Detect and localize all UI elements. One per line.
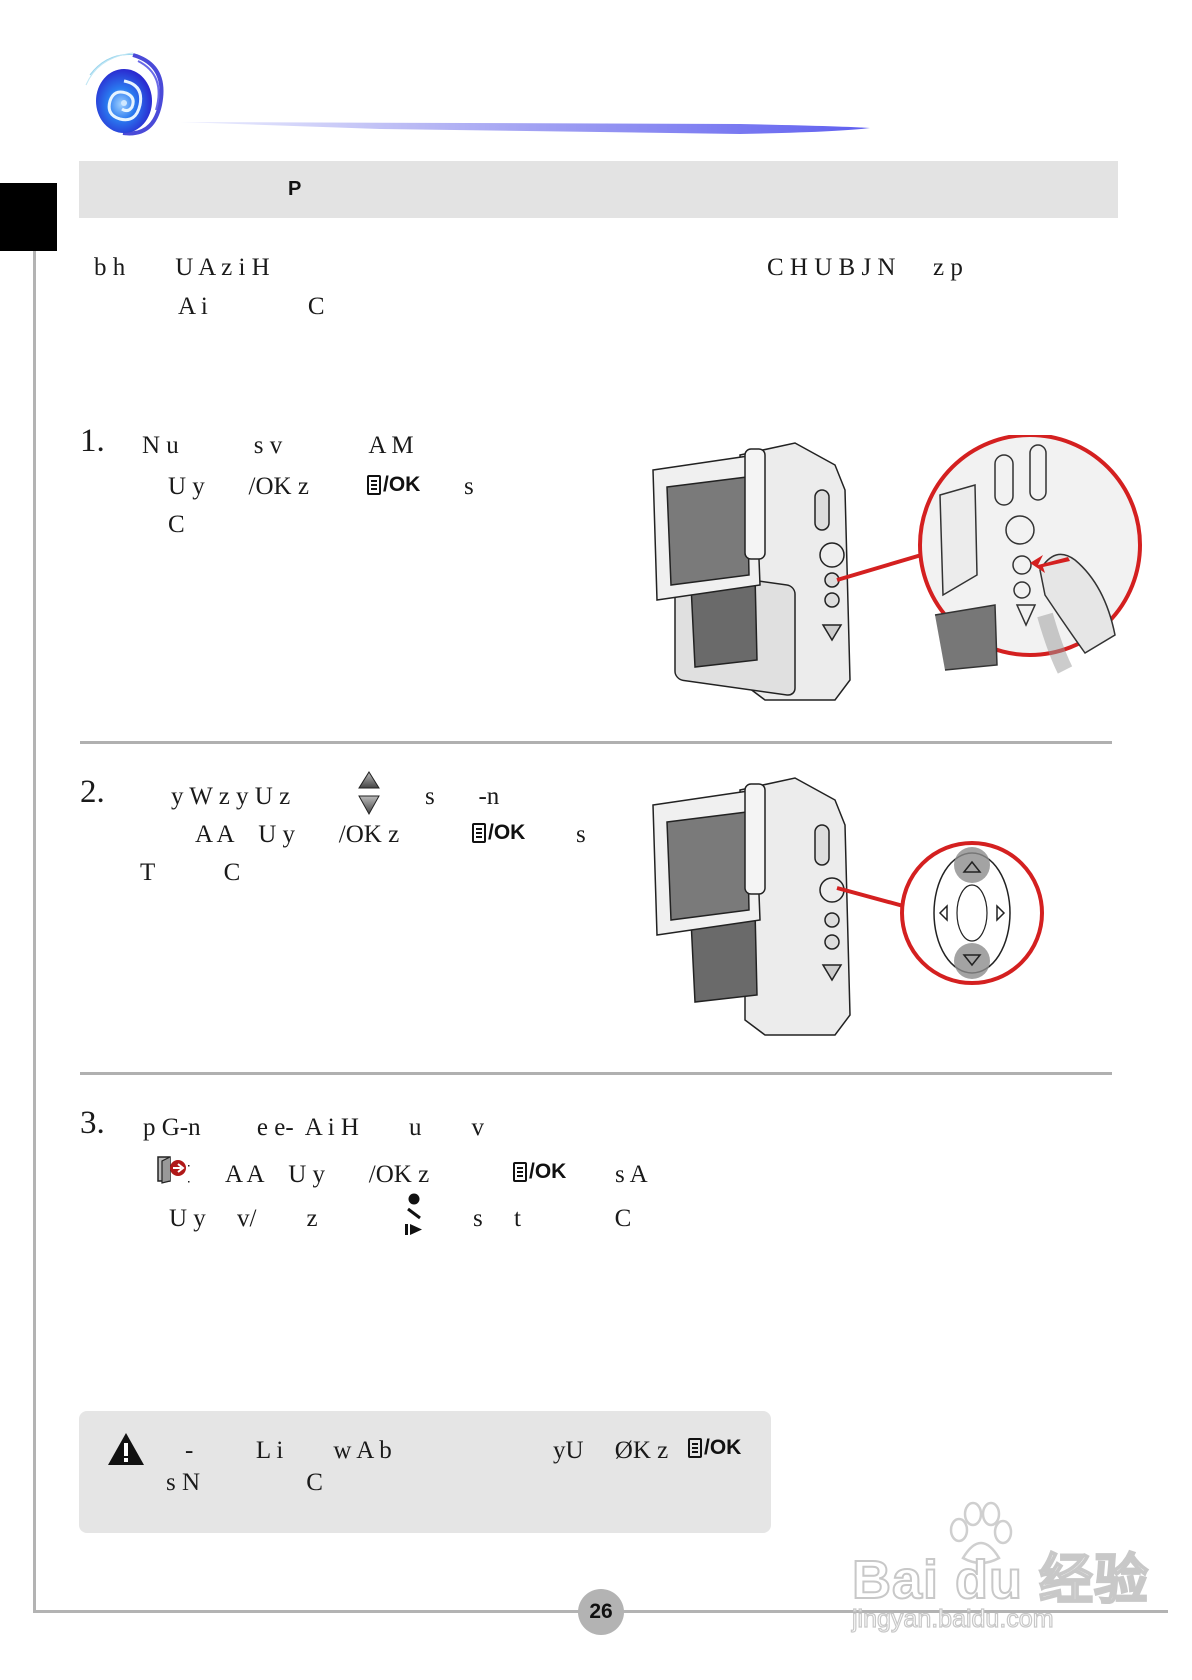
up-down-arrows-icon — [358, 771, 380, 816]
section-divider-2 — [80, 1072, 1112, 1075]
spiral-logo-icon — [85, 52, 164, 136]
warning-icon — [108, 1433, 144, 1465]
step-1-line-3: C — [168, 511, 185, 538]
chapter-tab — [0, 183, 57, 251]
menu-ok-icon: /OK — [472, 821, 525, 845]
step-3-line-1: p G-n e e- A i H u v — [143, 1114, 484, 1141]
section-divider-1 — [80, 741, 1112, 744]
step-3-line-3-end: s t C — [473, 1205, 632, 1232]
section-header-bar — [79, 161, 1118, 218]
step-2-line-1: y W z y U z — [171, 783, 291, 810]
page-frame-left — [33, 251, 36, 1612]
intro-line-2: A i C — [178, 293, 325, 320]
step-3-number: 3. — [80, 1105, 105, 1141]
note-line-1-b: yU ØK z — [553, 1437, 669, 1464]
header-swoosh — [180, 122, 870, 134]
step-3-line-3: U y v/ z — [169, 1205, 318, 1232]
step-2-line-2: A A U y /OK z — [195, 821, 400, 848]
step-2-line-2-end: s — [576, 821, 586, 848]
step-2-line-3: T C — [140, 859, 241, 886]
watermark-brand: Bai du 经验 — [851, 1549, 1150, 1611]
watermark-url: jingyan.baidu.com — [851, 1604, 1054, 1633]
camera-dpad-figure — [652, 777, 1044, 1036]
page-number: 26 — [578, 1589, 624, 1635]
note-line-2: s N C — [166, 1469, 323, 1496]
menu-ok-icon: /OK — [688, 1436, 741, 1460]
step-1-line-2-end: s — [464, 473, 474, 500]
record-play-icon — [405, 1193, 422, 1235]
step-1-number: 1. — [80, 423, 105, 459]
step-3-line-2-end: s A — [615, 1161, 648, 1188]
camera-press-ok-figure — [652, 435, 1142, 701]
step-3-line-2: A A U y /OK z — [225, 1161, 430, 1188]
menu-ok-icon: /OK — [513, 1160, 566, 1184]
note-line-1: - L i w A b — [185, 1437, 392, 1464]
exit-door-icon — [157, 1156, 190, 1184]
step-2-line-1-end: s -n — [425, 783, 500, 810]
menu-ok-icon: /OK — [367, 473, 420, 497]
note-box — [79, 1411, 771, 1533]
section-title: P — [288, 178, 302, 200]
step-2-number: 2. — [80, 774, 105, 810]
intro-line-1-right: C H U B J N z p — [767, 254, 963, 281]
intro-line-1: b h U A z i H — [94, 254, 270, 281]
step-1-line-2: U y /OK z — [168, 473, 309, 500]
baidu-paw-icon — [949, 1501, 1013, 1565]
step-1-line-1: N u s v A M — [142, 432, 414, 459]
